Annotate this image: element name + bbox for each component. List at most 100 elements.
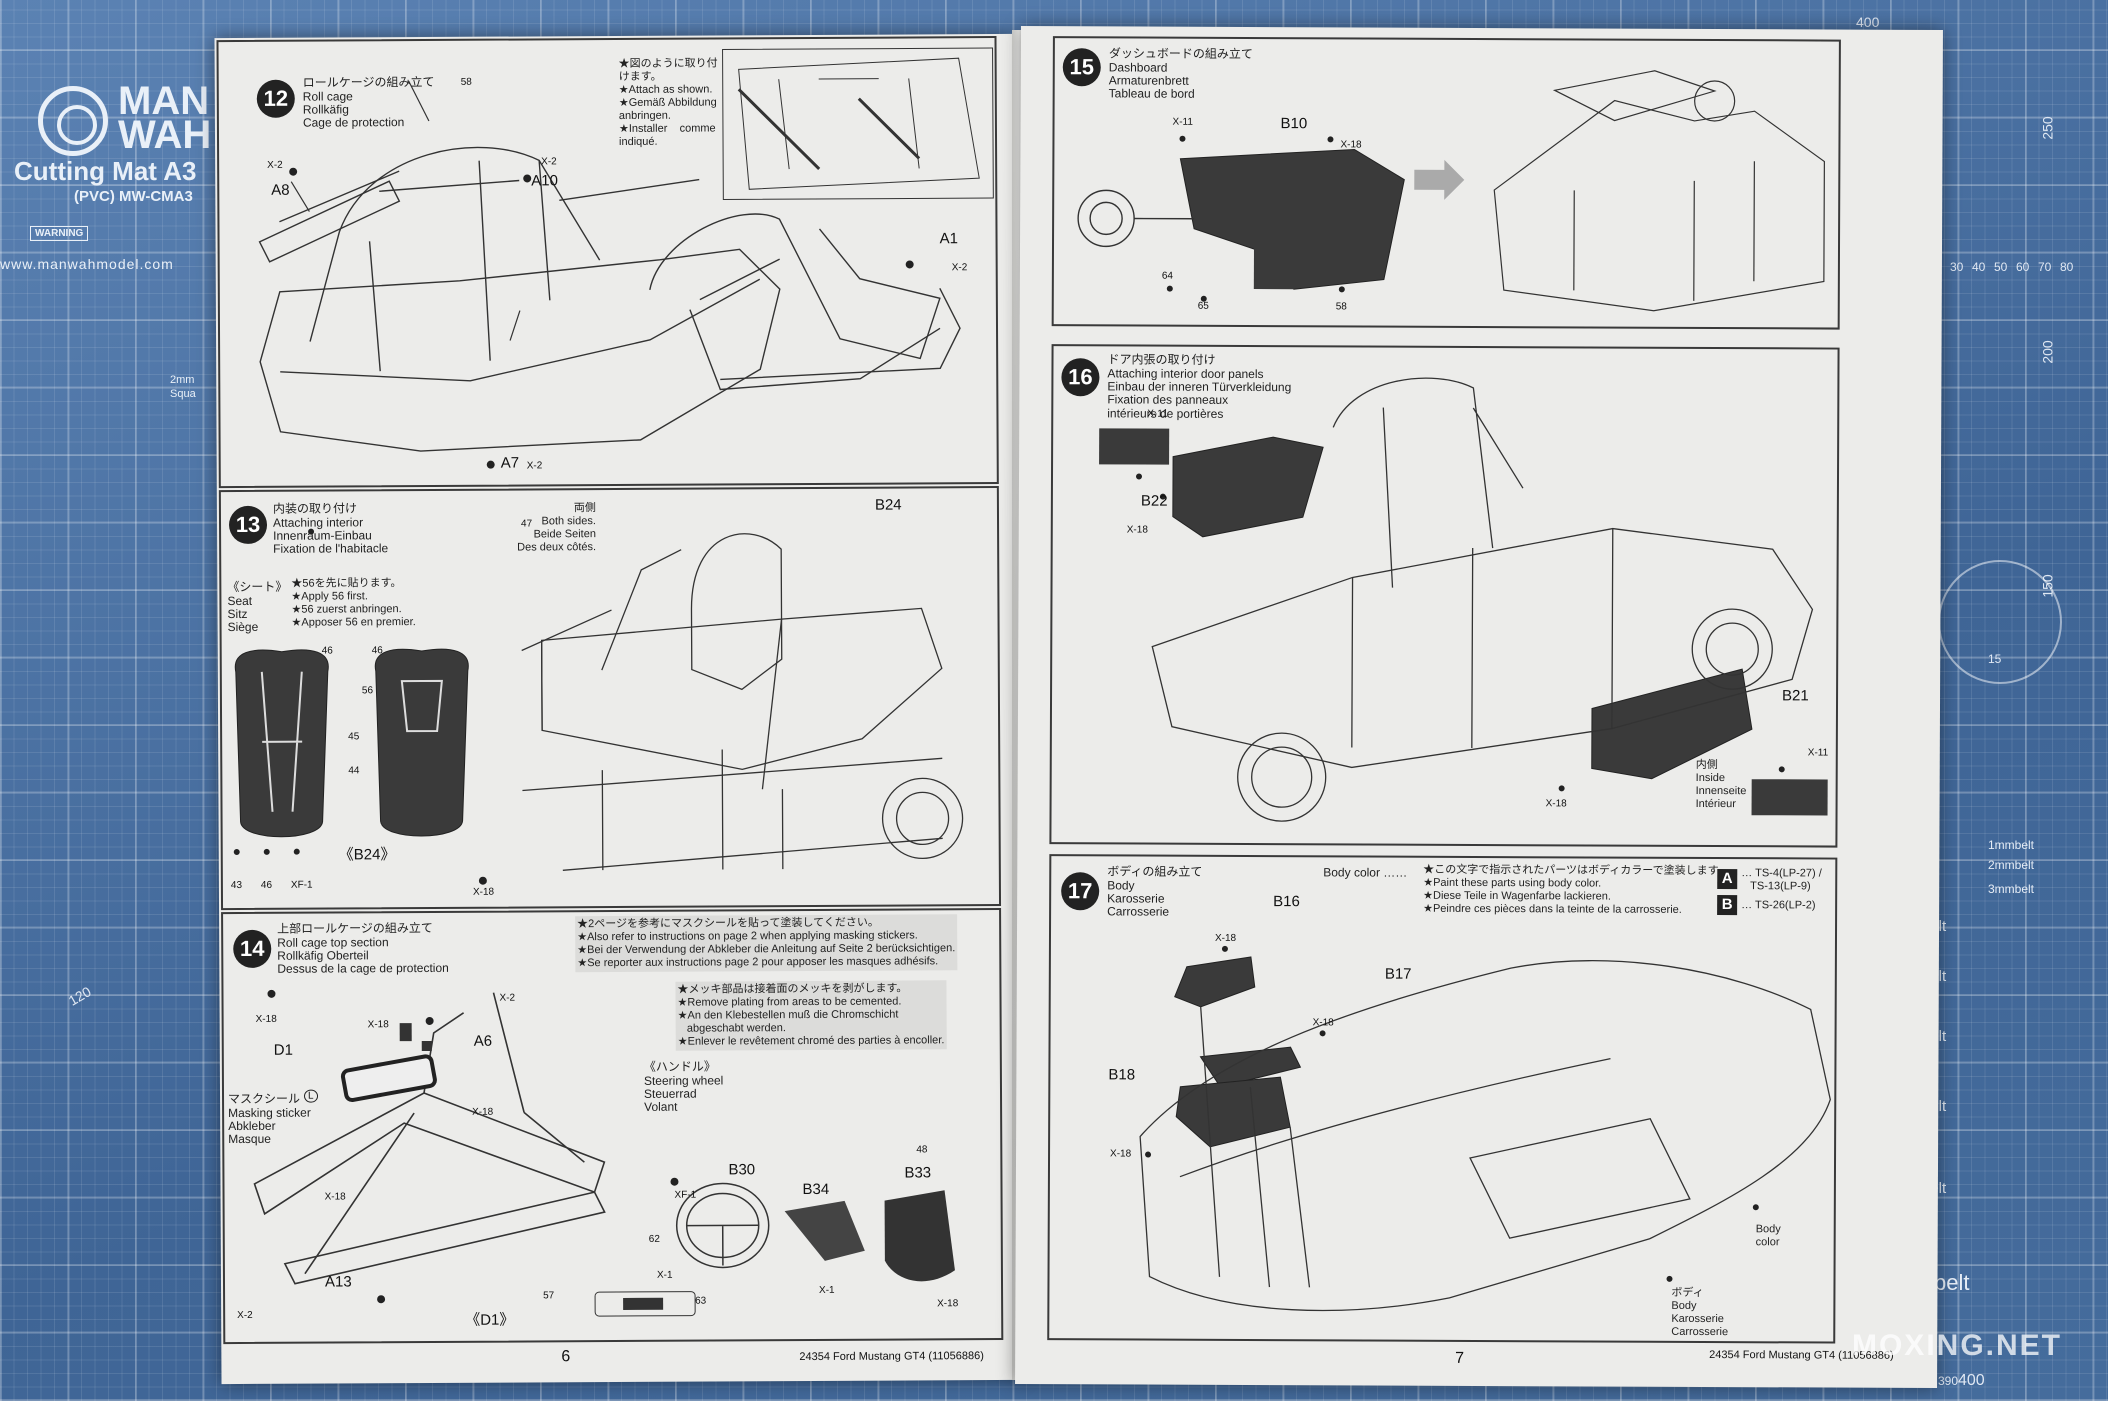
- part-a10: A10: [531, 172, 558, 190]
- belt-label-2: 3mmbelt: [1988, 882, 2035, 896]
- part-46-a: 46: [321, 645, 333, 657]
- paint-x18-c: X-18: [472, 1106, 494, 1118]
- paint-xf1: XF-1: [290, 879, 313, 891]
- part-48: 48: [916, 1144, 928, 1156]
- paint-x18-a: X-18: [1126, 524, 1148, 536]
- dashboard-diagram: [1077, 70, 1825, 312]
- paint-x18-a: X-18: [255, 1013, 277, 1025]
- paint-x18-b: X-18: [367, 1019, 389, 1031]
- mask-sticker-part: [340, 1054, 437, 1103]
- step-12-panel: 12 ロールケージの組み立て Roll cage Rollkäfig Cage …: [216, 36, 999, 489]
- body-shell-drawing: [1139, 960, 1831, 1312]
- right-scale-60: 60: [2016, 260, 2030, 274]
- part-58: 58: [1335, 301, 1347, 313]
- chassis-drawing: [258, 146, 961, 452]
- mat-model: (PVC) MW-CMA3: [74, 188, 193, 205]
- part-64: 64: [1161, 270, 1174, 282]
- paint-x18-a: X-18: [1214, 932, 1237, 944]
- bottom-ruler-400: 400: [1958, 1372, 1985, 1389]
- paint-x18: X-18: [1340, 139, 1362, 151]
- paint-x2-a: X-2: [499, 992, 516, 1004]
- part-45: 45: [348, 731, 360, 743]
- part-b16-shape: [1174, 956, 1256, 1008]
- screw-marks: [267, 989, 679, 1304]
- part-b16: B16: [1273, 893, 1300, 911]
- screw-marks: [1136, 473, 1785, 792]
- arrow-lines: [290, 80, 521, 341]
- right-scale-30: 30: [1950, 260, 1964, 274]
- step-16-panel: 16 ドア内張の取り付け Attaching interior door pan…: [1049, 344, 1840, 848]
- step-13-panel: 13 内装の取り付け Attaching interior Innenraum-…: [218, 486, 1002, 911]
- screw-x2-d: X-2: [526, 460, 543, 472]
- part-b34: B34: [802, 1180, 830, 1199]
- paint-x11-a: X-11: [1147, 408, 1168, 420]
- mat-website: www.manwahmodel.com: [0, 256, 174, 272]
- instruction-page-6: 12 ロールケージの組み立て Roll cage Rollkäfig Cage …: [214, 33, 1022, 1385]
- roll-cage-top-diagram: [253, 989, 955, 1317]
- paint-x18-b: X-18: [1545, 798, 1567, 810]
- page-footer: 24354 Ford Mustang GT4 (11056886): [799, 1350, 984, 1364]
- part-47: 47: [521, 518, 533, 530]
- right-ruler-200: 200: [2039, 340, 2056, 364]
- door-callout-right: [1751, 779, 1828, 816]
- screw-marks: [1145, 945, 1759, 1282]
- left-ruler-number: 120: [65, 983, 94, 1009]
- d1-part: [623, 1297, 664, 1310]
- door-panel-right: [1591, 668, 1753, 780]
- paint-x11: X-11: [1172, 116, 1193, 128]
- part-a1: A1: [939, 230, 958, 248]
- paint-x18: X-18: [472, 886, 495, 898]
- part-b17: B17: [1384, 965, 1412, 983]
- top-ruler-number: 400: [1856, 14, 1880, 30]
- steering-wheel-drawing: [675, 1182, 770, 1269]
- page-number: 6: [561, 1348, 571, 1366]
- door-panel-left: [1172, 436, 1324, 538]
- inset-drawing: [722, 47, 994, 200]
- paint-x18-e: X-18: [937, 1298, 959, 1310]
- cage-top-drawing: [253, 992, 606, 1285]
- right-scale-50: 50: [1994, 260, 2008, 274]
- page-number: 7: [1455, 1349, 1465, 1367]
- part-d1-callout: 《D1》: [465, 1311, 515, 1329]
- interior-diagram: [233, 528, 964, 885]
- part-b24-callout: 《B24》: [338, 846, 396, 864]
- part-43: 43: [230, 879, 243, 892]
- part-b33: B33: [904, 1164, 932, 1182]
- part-b22: B22: [1140, 492, 1168, 510]
- door-panel-diagram: [1099, 377, 1828, 822]
- instruction-page-7: 15 ダッシュボードの組み立て Dashboard Armaturenbrett…: [1015, 25, 1943, 1389]
- part-b10: B10: [1280, 115, 1308, 133]
- bottom-ruler-390: 390: [1938, 1374, 1959, 1388]
- part-a8: A8: [271, 181, 290, 199]
- screw-marks: [233, 528, 487, 885]
- part-58: 58: [460, 76, 472, 88]
- paint-x1-a: X-1: [656, 1269, 673, 1281]
- chassis-drawing: [521, 533, 964, 871]
- door-callout-left: [1099, 428, 1170, 465]
- seat-belts: [260, 671, 443, 812]
- part-63: 63: [695, 1295, 707, 1307]
- part-57: 57: [543, 1290, 555, 1302]
- paint-xf1: XF-1: [674, 1189, 697, 1201]
- right-ruler-250: 250: [2039, 116, 2056, 140]
- brand-line1: MAN: [118, 79, 210, 123]
- belt-label-0: 1mmbelt: [1988, 838, 2035, 852]
- mask-sticker-l: L: [303, 1089, 318, 1103]
- part-d1: D1: [273, 1041, 294, 1059]
- watermark: MOXING.NET: [1851, 1329, 2062, 1362]
- brand-line2: WAH: [118, 113, 212, 157]
- right-scale-80: 80: [2060, 260, 2074, 274]
- belt-label-8: belt: [1934, 1270, 1970, 1295]
- inset-bars: [737, 88, 921, 171]
- screw-x2-b: X-2: [541, 156, 557, 168]
- seat-parts: [234, 648, 469, 838]
- manwah-logo-icon: [38, 86, 108, 156]
- mat-product-name: Cutting Mat A3: [14, 156, 197, 186]
- part-46-c: 46: [260, 879, 273, 891]
- step-15-panel: 15 ダッシュボードの組み立て Dashboard Armaturenbrett…: [1051, 36, 1841, 330]
- part-a7: A7: [500, 454, 520, 472]
- part-b30: B30: [728, 1161, 756, 1179]
- part-a6: A6: [473, 1032, 493, 1050]
- screw-marks: [1166, 135, 1345, 302]
- paint-x18-d: X-18: [324, 1191, 346, 1203]
